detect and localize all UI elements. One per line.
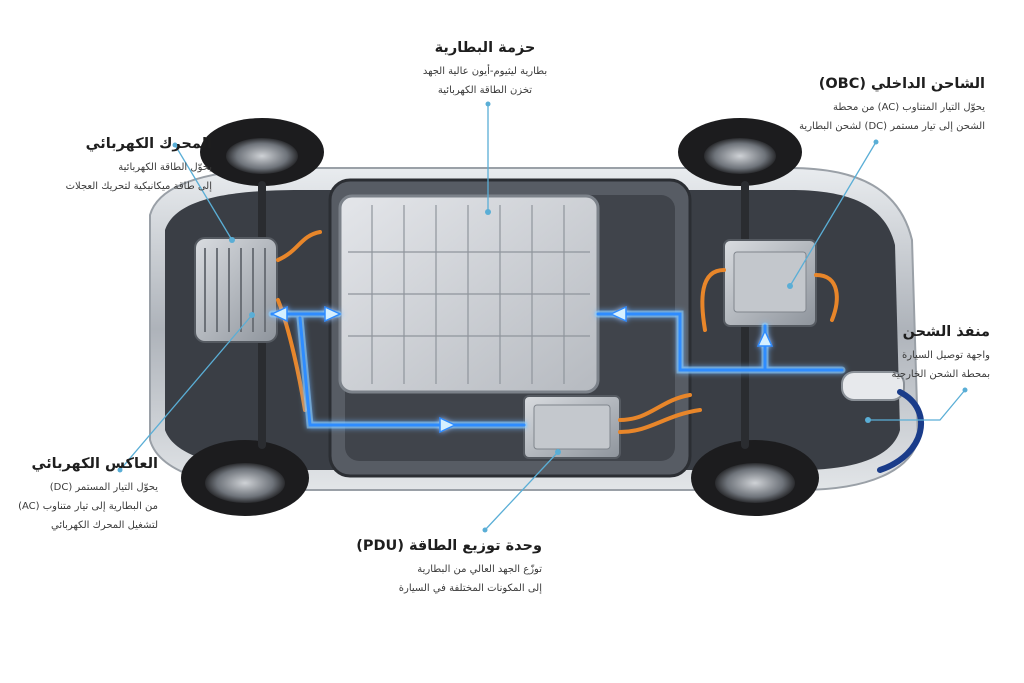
obc-title: الشاحن الداخلي (OBC) xyxy=(818,76,985,92)
port-desc-1: واجهة توصيل السيارة xyxy=(901,350,990,361)
pdu-desc-1: توزّع الجهد العالي من البطارية xyxy=(417,564,542,575)
motor-desc-1: يحوّل الطاقة الكهربائية xyxy=(118,162,212,173)
label-inverter: العاكس الكهربائي يحوّل التيار المستمر (D… xyxy=(8,456,158,535)
battery-desc-2: تخزن الطاقة الكهربائية xyxy=(437,85,533,96)
label-electric-motor: المحرك الكهربائي يحوّل الطاقة الكهربائية… xyxy=(22,136,212,196)
inverter-desc-3: لتشغيل المحرك الكهربائي xyxy=(50,520,158,531)
electric-motor xyxy=(194,237,278,343)
battery-desc-1: بطارية ليثيوم-أيون عالية الجهد xyxy=(422,66,548,77)
obc-desc-1: يحوّل التيار المتناوب (AC) من محطة xyxy=(832,102,985,113)
label-pdu: وحدة توزيع الطاقة (PDU) توزّع الجهد العا… xyxy=(356,538,542,598)
power-distribution-unit xyxy=(523,395,621,459)
wheel-front-right xyxy=(678,118,802,186)
port-title: منفذ الشحن xyxy=(902,324,990,340)
motor-title: المحرك الكهربائي xyxy=(85,136,212,152)
wheel-rear-left xyxy=(181,440,309,516)
inverter-desc-1: يحوّل التيار المستمر (DC) xyxy=(49,482,158,493)
obc-desc-2: الشحن إلى تيار مستمر (DC) لشحن البطارية xyxy=(799,121,985,132)
leader-lines xyxy=(119,104,966,531)
port-desc-2: بمحطة الشحن الخارجية xyxy=(891,369,990,380)
inverter-desc-2: من البطارية إلى تيار متناوب (AC) xyxy=(18,501,158,512)
battery-pack xyxy=(338,194,600,394)
battery-title: حزمة البطارية xyxy=(434,40,536,56)
leader-dots xyxy=(117,101,968,533)
label-battery-pack: حزمة البطارية بطارية ليثيوم-أيون عالية ا… xyxy=(380,40,590,100)
onboard-charger xyxy=(723,239,817,327)
pdu-title: وحدة توزيع الطاقة (PDU) xyxy=(356,538,542,554)
label-charging-port: منفذ الشحن واجهة توصيل السيارة بمحطة الش… xyxy=(830,324,990,384)
inverter-title: العاكس الكهربائي xyxy=(31,456,158,472)
wheel-front-left xyxy=(200,118,324,186)
wheel-rear-right xyxy=(691,440,819,516)
pdu-desc-2: إلى المكونات المختلفة في السيارة xyxy=(398,583,542,594)
label-onboard-charger: الشاحن الداخلي (OBC) يحوّل التيار المتنا… xyxy=(795,76,985,136)
motor-desc-2: إلى طاقة ميكانيكية لتحريك العجلات xyxy=(65,181,212,192)
energy-flow xyxy=(268,305,846,434)
charging-port xyxy=(841,371,925,473)
